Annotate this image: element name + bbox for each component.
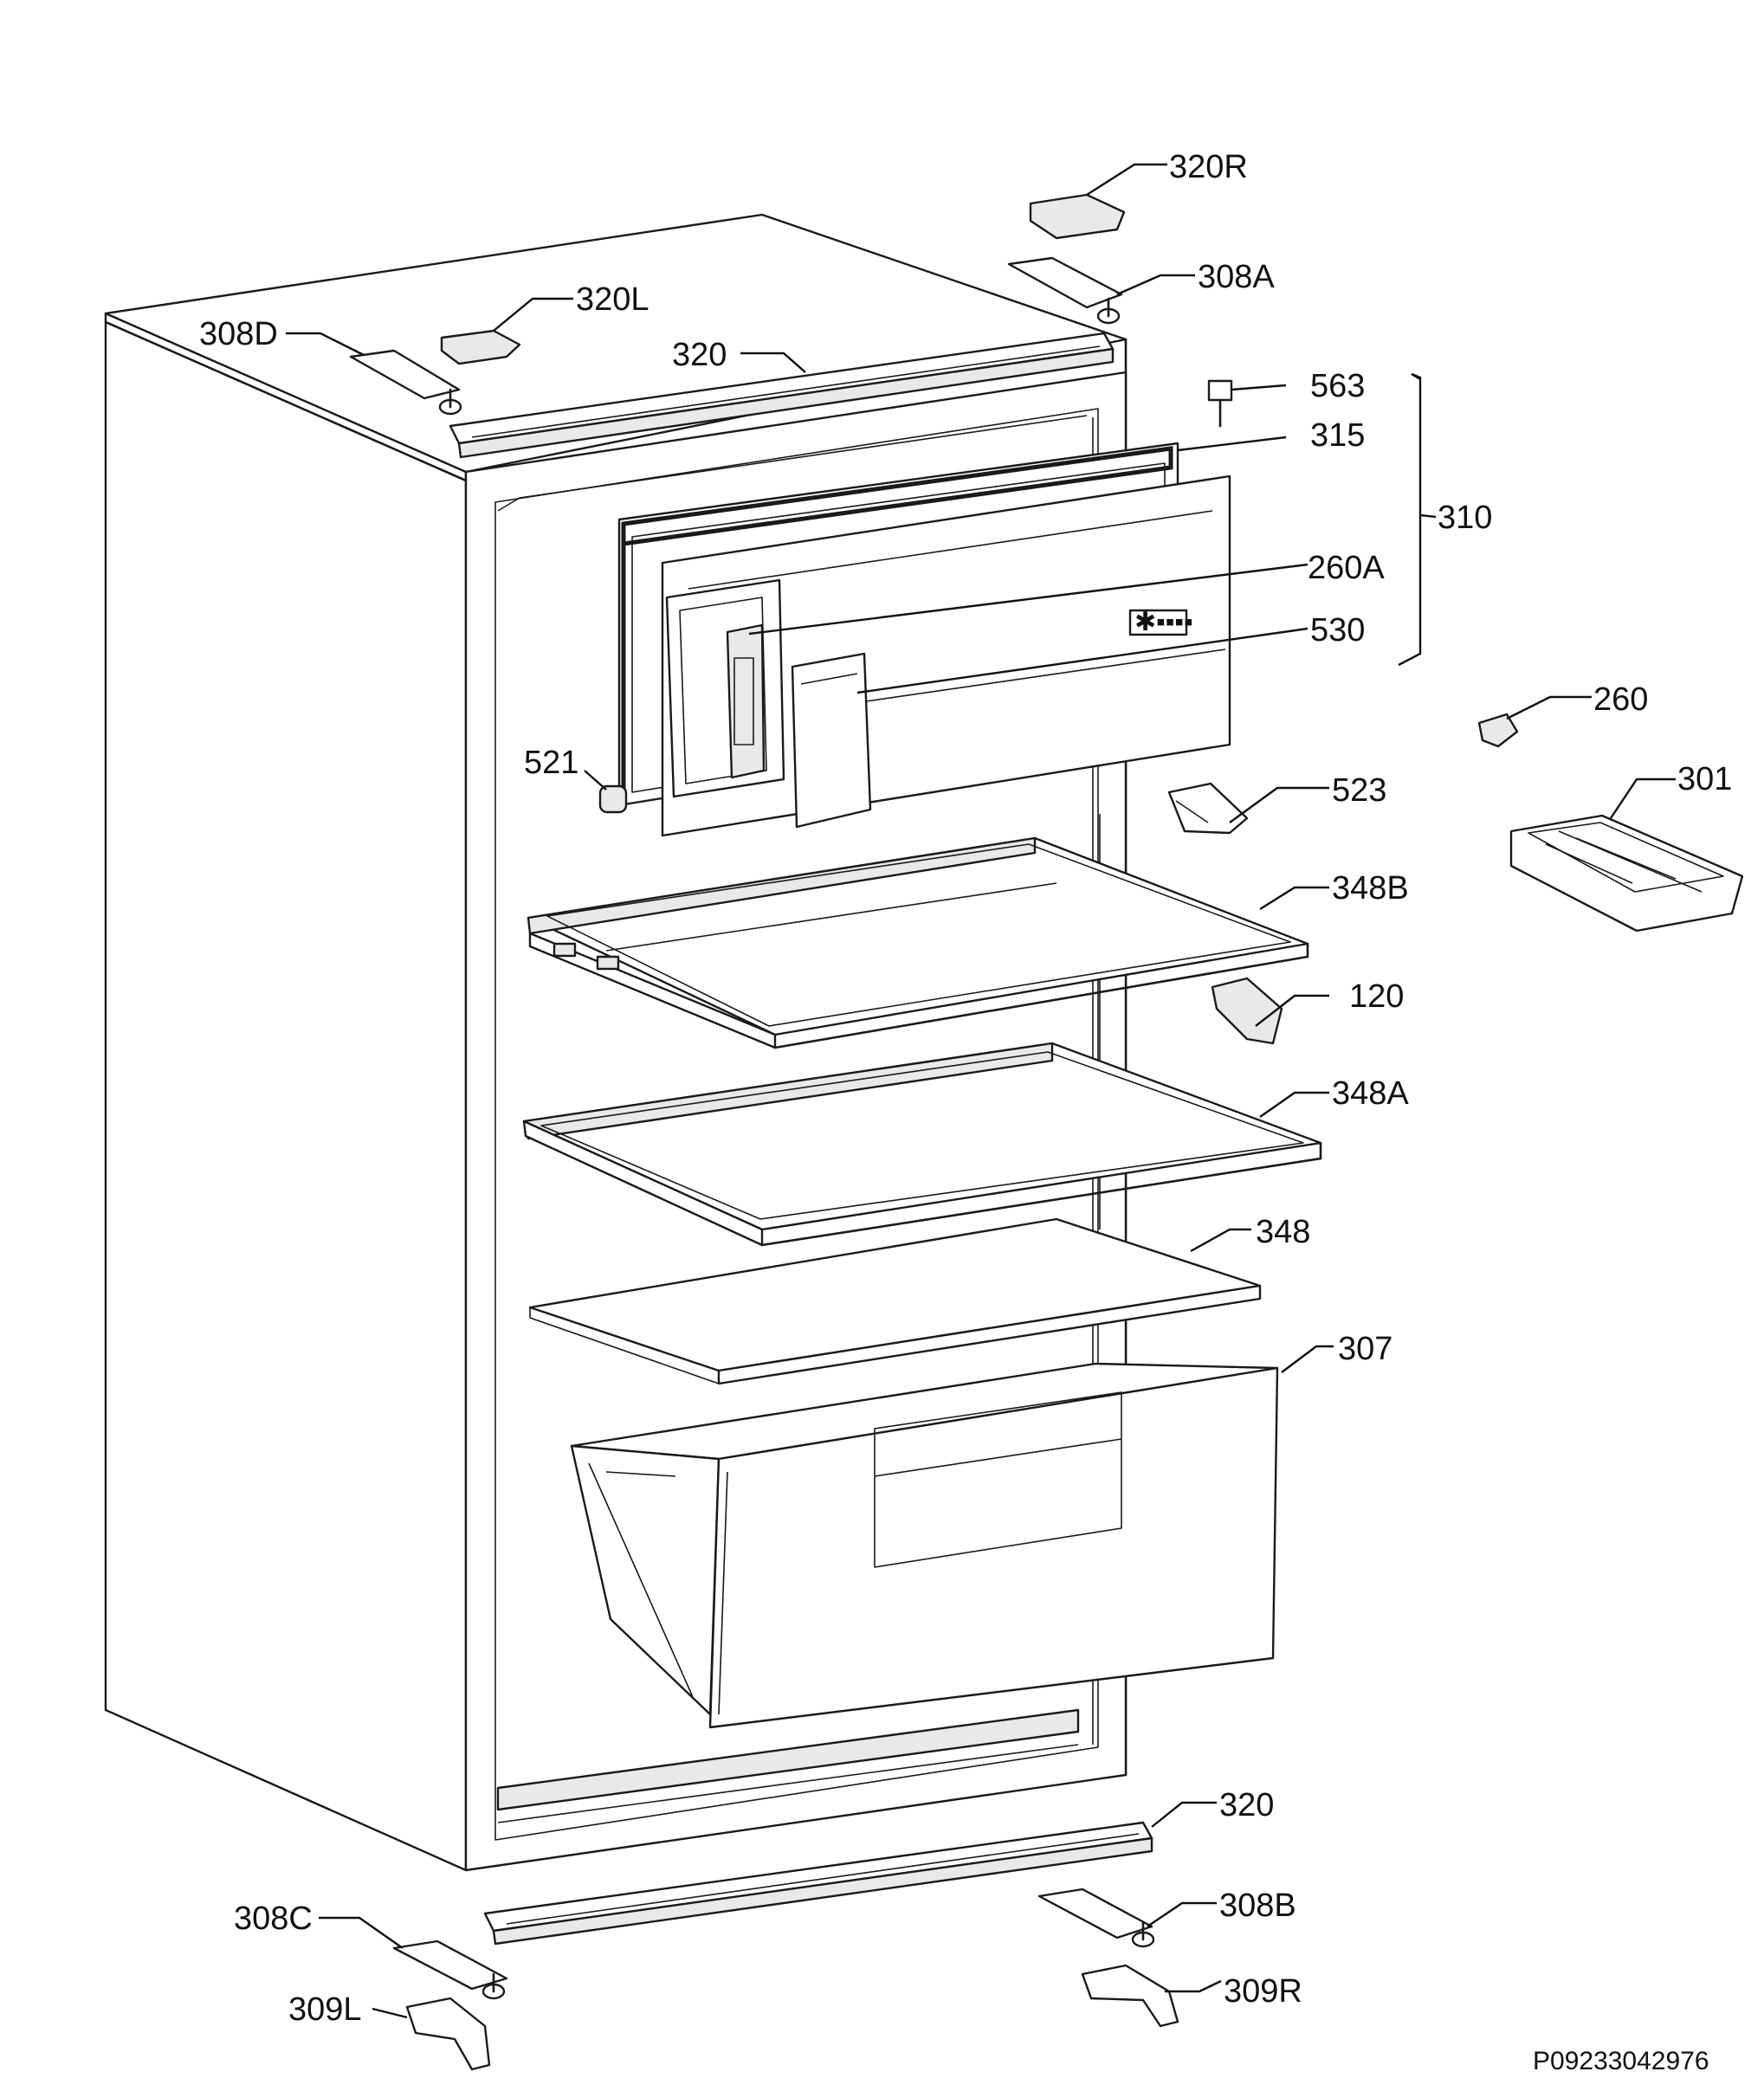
shelf-348 [528,1217,1262,1385]
callout-348: 348 [1256,1214,1310,1250]
callout-309L: 309L [288,1991,362,2028]
callout-labels: 320R 308A 320L 308D 320 563 315 310 260A… [199,149,1732,2075]
callout-523: 523 [1332,772,1386,809]
callout-348A: 348A [1332,1075,1409,1112]
callout-521: 521 [524,745,578,781]
callout-308B: 308B [1219,1888,1296,1924]
top-cover-strip-320 [449,332,1115,459]
shelf-348B [527,836,1309,1049]
callout-308C: 308C [234,1901,313,1937]
small-parts [349,193,1744,2071]
callout-308D: 308D [199,316,278,352]
callout-309R: 309R [1224,1973,1302,2010]
drawing-code: P09233042976 [1533,2047,1709,2075]
callout-320R: 320R [1169,149,1248,185]
callout-530: 530 [1310,612,1365,649]
leader-lines [286,163,1676,2019]
callout-260A: 260A [1308,550,1385,586]
callout-307: 307 [1338,1331,1392,1367]
door-badge-text: ✱▪▪▪▪ [1134,608,1193,636]
callout-260: 260 [1593,681,1648,718]
callout-320L: 320L [576,281,649,318]
callout-301: 301 [1677,761,1732,797]
callout-348B: 348B [1332,870,1409,907]
callout-320-top: 320 [672,337,727,373]
callout-320-bottom: 320 [1219,1787,1274,1823]
callout-120: 120 [1349,978,1404,1015]
callout-308A: 308A [1198,259,1275,295]
bottom-cover-strip-320 [483,1821,1153,1946]
callout-563: 563 [1310,368,1365,404]
callout-310: 310 [1438,500,1492,536]
crisper-drawer-307 [570,1362,1279,1729]
callout-315: 315 [1310,417,1365,454]
shelf-348A [522,1042,1322,1247]
freezer-compartment: ✱▪▪▪▪ [617,442,1231,837]
